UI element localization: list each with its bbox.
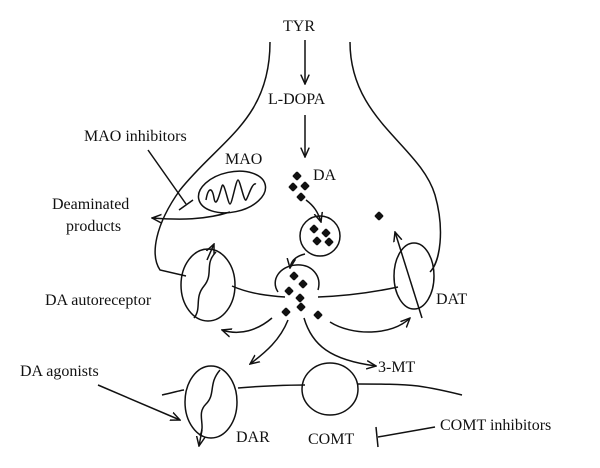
dar-receptor <box>184 365 238 446</box>
comt-metabolism-arrow <box>303 317 376 366</box>
da-agonists-label: DA agonists <box>20 363 99 380</box>
deaminated-label-1: Deaminated <box>52 196 129 213</box>
tyr-label: TYR <box>283 18 315 35</box>
presynaptic-terminal-right <box>349 41 442 273</box>
mao-label: MAO <box>225 151 262 168</box>
mao-mitochondrion <box>197 170 267 214</box>
three-mt-label: 3-MT <box>378 359 416 376</box>
da-autoreceptor-label: DA autoreceptor <box>45 292 152 309</box>
autoreceptor-arrow <box>222 317 273 332</box>
da-agonists-arrow <box>97 384 180 420</box>
released-da <box>281 302 323 320</box>
synaptic-vesicle <box>299 215 341 257</box>
comt-label: COMT <box>308 431 354 448</box>
comt-inhibitor-line <box>377 426 436 438</box>
deaminated-label-2: products <box>66 218 121 235</box>
mao-inhibitor-line <box>147 149 187 205</box>
comt-enzyme <box>301 362 359 416</box>
comt-inhibitor-bar <box>375 426 379 448</box>
dar-label: DAR <box>236 429 270 446</box>
dat-label: DAT <box>436 291 467 308</box>
da-label: DA <box>313 167 337 184</box>
reuptake-arrow <box>329 318 410 333</box>
mao-inhibitors-label: MAO inhibitors <box>84 128 187 145</box>
mao-inhibitor-bar <box>178 199 194 211</box>
deamination-arrow <box>152 211 231 219</box>
comt-inhibitors-label: COMT inhibitors <box>440 417 551 434</box>
da-molecule-cluster <box>288 171 310 202</box>
da-autoreceptor <box>180 244 236 322</box>
da-to-dar-arrow <box>250 319 289 364</box>
dat-transporter <box>394 232 435 319</box>
presynaptic-membrane <box>231 285 399 298</box>
fusing-vesicle <box>274 264 320 303</box>
postsynaptic-membrane <box>161 383 463 396</box>
presynaptic-terminal <box>154 41 271 277</box>
da-to-vesicle-arrow <box>305 199 321 222</box>
reuptaken-da <box>374 211 384 221</box>
ldopa-label: L-DOPA <box>268 91 326 108</box>
